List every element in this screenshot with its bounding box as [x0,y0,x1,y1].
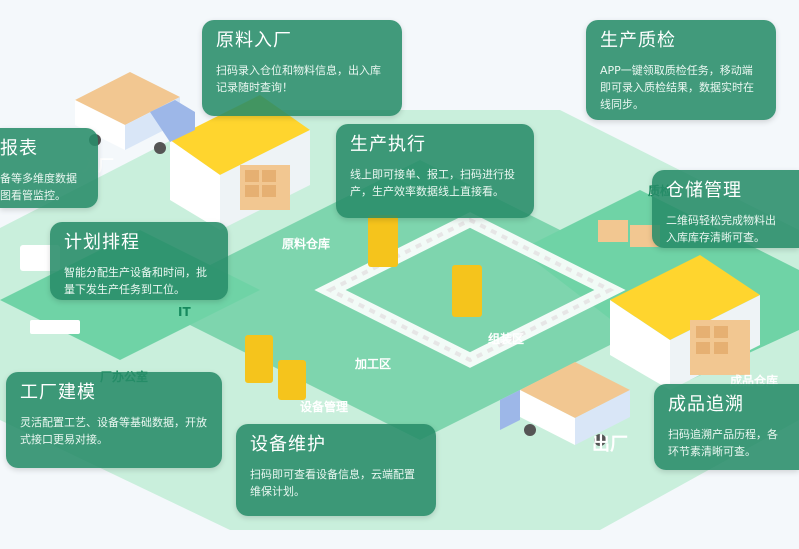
zone-assembly: 组装区 [488,332,525,346]
card-title: 生产质检 [600,30,676,51]
card-description: 备等多维度数据图看管监控。 [0,172,77,202]
card-raw-material-intake: 原料入厂 扫码录入仓位和物料信息，出入库记录随时查询！ [202,20,402,116]
card-title: 成品追溯 [668,394,744,415]
card-description: 扫码即可查看设备信息，云端配置维保计划。 [250,468,415,498]
card-title: 仓储管理 [666,180,742,201]
processing-machine [368,215,398,267]
box-stack [598,220,628,242]
finished-goods-warehouse [610,255,760,390]
card-description: 灵活配置工艺、设备等基础数据，开放式接口更易对接。 [20,416,207,446]
card-title: 原料入厂 [216,30,292,51]
incoming-truck [75,72,195,154]
card-description: 线上即可接单、报工，扫码进行投产，生产效率数据线上直接看。 [350,168,515,198]
card-equipment-maintenance: 设备维护 扫码即可查看设备信息，云端配置维保计划。 [236,424,436,516]
zone-it: IT [178,305,191,319]
card-quality-inspection: 生产质检 APP一键领取质检任务，移动端即可录入质检结果，数据实时在线同步。 [586,20,776,120]
zone-equipment-mgmt: 设备管理 [300,400,349,414]
card-production-execution: 生产执行 线上即可接单、报工，扫码进行投产，生产效率数据线上直接看。 [336,124,534,218]
card-title: 设备维护 [250,434,326,455]
office-desk [30,320,80,334]
card-production-scheduling: 计划排程 智能分配生产设备和时间，批量下发生产任务到工位。 [50,222,228,300]
equipment-unit-a [245,335,273,383]
card-factory-modeling: 工厂建模 灵活配置工艺、设备等基础数据，开放式接口更易对接。 [6,372,222,468]
card-description: APP一键领取质检任务，移动端即可录入质检结果，数据实时在线同步。 [600,64,754,111]
assembly-machine [452,265,482,317]
zone-raw-warehouse: 原料仓库 [282,237,331,251]
card-description: 智能分配生产设备和时间，批量下发生产任务到工位。 [64,266,207,296]
outgoing-truck [500,362,630,446]
card-product-traceability: 成品追溯 扫码追溯产品历程，各环节素清晰可查。 [654,384,799,470]
card-description: 二维码轻松完成物料出入库库存清晰可查。 [666,214,776,244]
card-title: 计划排程 [64,232,140,253]
zone-exit: 出厂 [592,434,628,455]
equipment-unit-b [278,360,306,400]
zone-processing: 加工区 [355,357,392,371]
card-description: 扫码录入仓位和物料信息，出入库记录随时查询！ [216,64,381,94]
conveyor-belt [325,217,615,363]
card-description: 扫码追溯产品历程，各环节素清晰可查。 [668,428,778,458]
card-warehouse-management: 仓储管理 二维码轻松完成物料出入库库存清晰可查。 [652,170,799,248]
card-title: 工厂建模 [20,382,96,403]
card-title: 报表 [0,138,38,159]
card-reports: 报表 备等多维度数据图看管监控。 [0,128,98,208]
card-title: 生产执行 [350,134,426,155]
